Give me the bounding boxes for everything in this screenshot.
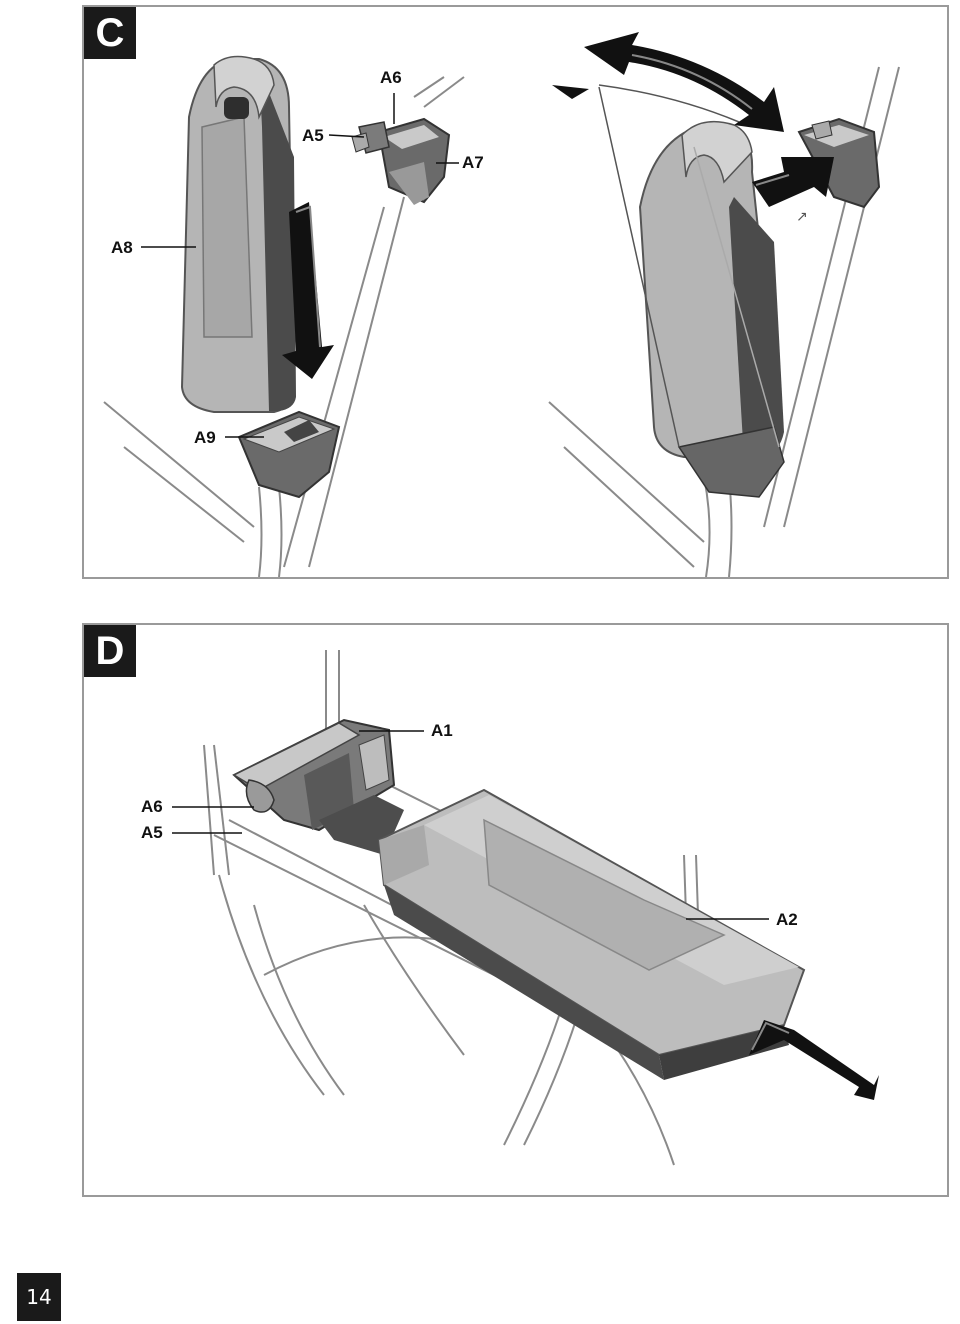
callout-a1: A1 [431, 721, 453, 740]
swing-arrow [552, 32, 784, 132]
battery-a2 [377, 788, 806, 1080]
figure-d-label: D [84, 625, 136, 677]
callout-a5: A5 [302, 126, 324, 145]
mount-a1 [232, 718, 396, 832]
frame-lines-left [103, 76, 465, 577]
bottom-holder-a9 [237, 410, 341, 499]
top-lock-a6-a7 [351, 117, 451, 205]
callout-lines-c [141, 93, 459, 438]
figure-c: C [82, 5, 949, 579]
callout-a6: A6 [380, 68, 402, 87]
callout-a2: A2 [776, 910, 798, 929]
callout-a7: A7 [462, 153, 484, 172]
callout-a5: A5 [141, 823, 163, 842]
figure-c-label: C [84, 7, 136, 59]
down-arrow [282, 202, 334, 379]
figure-c-illustration: ↗ [103, 32, 900, 577]
callout-lines-d [172, 730, 769, 920]
callout-a6: A6 [141, 797, 163, 816]
battery-a8 [180, 55, 296, 413]
battery-installed [598, 84, 785, 498]
callout-a9: A9 [194, 428, 216, 447]
figure-d: D [82, 623, 949, 1197]
callout-a8: A8 [111, 238, 133, 257]
page-number: 14 [17, 1273, 61, 1321]
insert-arrow [749, 1020, 879, 1100]
right-lock [797, 117, 881, 209]
figure-d-illustration [172, 650, 879, 1166]
push-arrow: ↗ [752, 157, 834, 225]
svg-text:↗: ↗ [796, 209, 808, 225]
